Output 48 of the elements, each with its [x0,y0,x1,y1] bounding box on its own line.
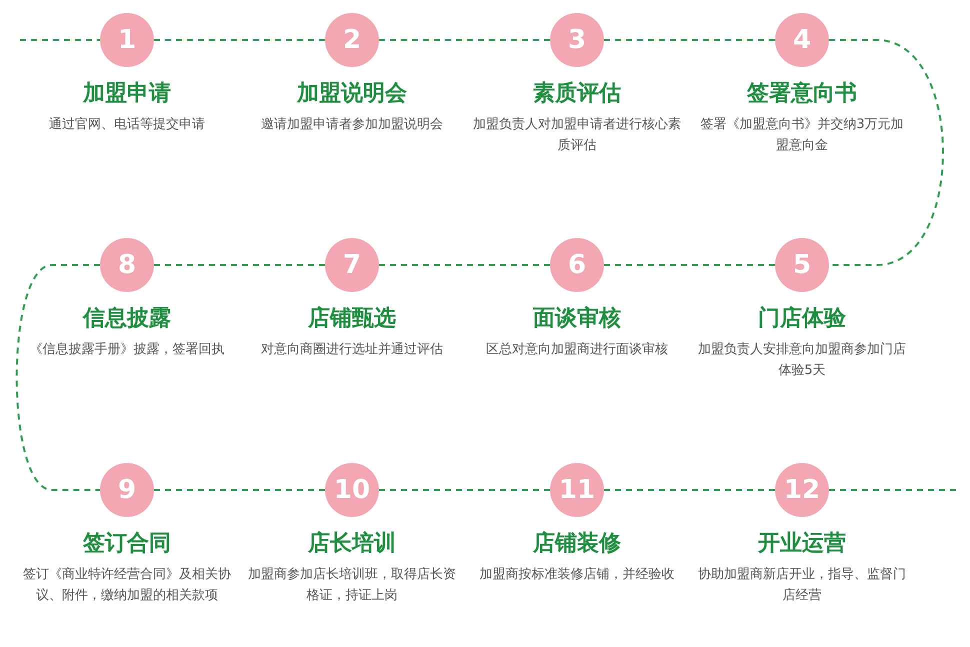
dashed-connector [604,264,775,266]
step-number-circle: 6 [550,238,604,292]
step-title: 签订合同 [82,530,172,558]
dashed-connector [604,39,775,41]
step-title: 加盟说明会 [296,80,408,108]
dashed-connector [154,39,325,41]
step-number-circle: 9 [100,463,154,517]
step-title: 签署意向书 [746,80,858,108]
dashed-connector [379,489,550,491]
dashed-connector [379,39,550,41]
dashed-connector [16,264,100,491]
step-description: 签署《加盟意向书》并交纳3万元加盟意向金 [699,116,905,155]
step-title: 信息披露 [81,305,172,333]
dashed-connector [154,264,325,266]
step-description: 签订《商业特许经营合同》及相关协议、附件，缴纳加盟的相关款项 [22,566,232,605]
step-number-circle: 5 [775,238,829,292]
step-number-circle: 4 [775,13,829,67]
step-number-circle: 11 [550,463,604,517]
step-title: 加盟申请 [82,80,172,108]
dashed-connector [154,489,325,491]
step-number-circle: 1 [100,13,154,67]
dashed-connector [379,264,550,266]
dashed-connector [20,39,100,41]
step-number-circle: 10 [325,463,379,517]
step-description: 加盟负责人安排意向加盟商参加门店体验5天 [697,341,907,380]
step-description: 对意向商圈进行选址并通过评估 [260,341,444,359]
step-number-circle: 7 [325,238,379,292]
step-description: 区总对意向加盟商进行面谈审核 [485,341,669,359]
step-description: 《信息披露手册》披露，签署回执 [28,341,226,359]
step-description: 邀请加盟申请者参加加盟说明会 [260,116,444,134]
step-number-circle: 12 [775,463,829,517]
step-number-circle: 8 [100,238,154,292]
step-description: 协助加盟商新店开业，指导、监督门店经营 [697,566,907,605]
dashed-connector [604,489,775,491]
step-description: 加盟商参加店长培训班，取得店长资格证，持证上岗 [247,566,457,605]
step-title: 开业运营 [756,530,847,558]
step-title: 门店体验 [757,304,847,333]
step-number-circle: 2 [325,13,379,67]
dashed-connector [829,39,944,266]
step-description: 加盟商按标准装修店铺，并经验收 [478,566,676,584]
step-description: 加盟负责人对加盟申请者进行核心素质评估 [472,116,682,155]
step-title: 素质评估 [532,80,622,108]
step-title: 店长培训 [306,530,397,558]
step-title: 店铺装修 [532,530,622,558]
step-title: 店铺甄选 [306,304,397,333]
step-number-circle: 3 [550,13,604,67]
step-title: 面谈审核 [532,304,622,333]
step-description: 通过官网、电话等提交申请 [48,116,206,134]
